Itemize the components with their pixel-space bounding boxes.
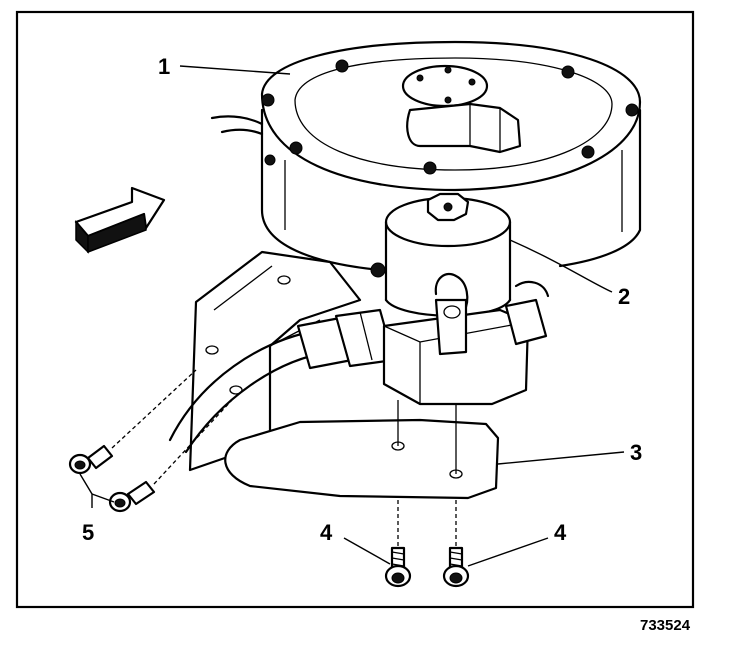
solenoid-valve [370, 192, 550, 406]
leader-lines [79, 65, 625, 567]
bolts-4 [384, 546, 470, 588]
callout-5: 5 [82, 520, 94, 545]
callout-4-left: 4 [320, 520, 333, 545]
bolts-5 [68, 369, 233, 513]
bolt-upper [68, 369, 197, 475]
figure-number: 733524 [640, 617, 691, 634]
hose [168, 308, 396, 454]
cover-bolts [261, 59, 639, 175]
callout-1: 1 [158, 54, 170, 79]
mounting-bracket [188, 250, 362, 472]
bolt-lower [108, 399, 233, 513]
callout-2: 2 [618, 284, 630, 309]
mounting-plate [224, 400, 500, 552]
diagram-frame [15, 10, 695, 609]
callout-3: 3 [630, 440, 642, 465]
arrow-right-icon [74, 186, 166, 254]
callout-4-right: 4 [554, 520, 567, 545]
bolt-right [442, 546, 470, 588]
pump-housing [210, 40, 642, 272]
bolt-left [384, 546, 412, 588]
